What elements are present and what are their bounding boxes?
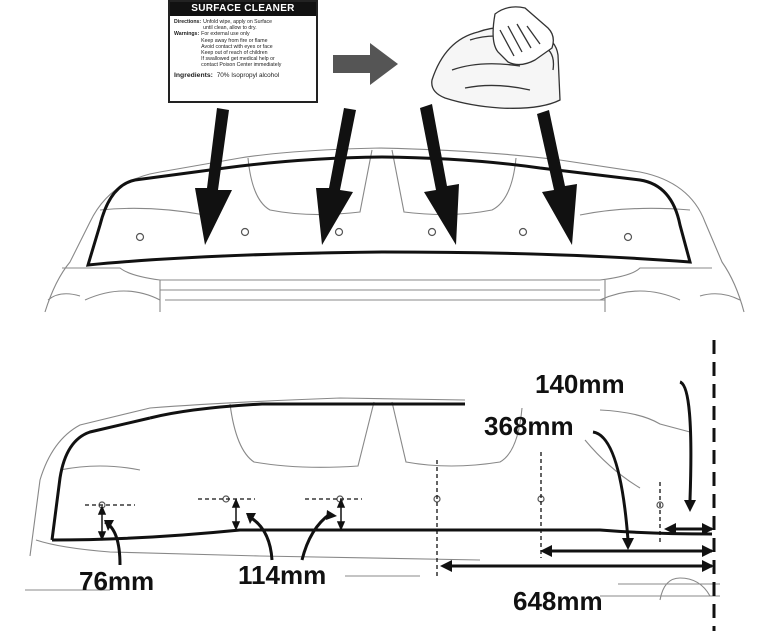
bottom-bumper-drawing (25, 397, 720, 601)
ingredients-row: Ingredients: 70% Isopropyl alcohol (174, 71, 312, 79)
ingredients-value: 70% Isopropyl alcohol (216, 71, 280, 79)
warnings-key: Warnings: (174, 31, 200, 38)
warnings-line: Keep out of reach of children (201, 50, 268, 57)
dim-114mm: 114mm (238, 560, 326, 590)
directions-row: Directions: Unfold wipe, apply on Surfac… (174, 19, 312, 31)
directions-line: Unfold wipe, apply on Surface (203, 19, 273, 25)
bottom-trim-strip (50, 416, 151, 541)
bottom-panel: 140mm 368mm 76mm 114mm 648mm (25, 340, 720, 631)
warnings-line: For external use only (201, 31, 250, 38)
surface-cleaner-label: SURFACE CLEANER Directions: Unfold wipe,… (168, 0, 318, 103)
top-bumper-drawing (44, 147, 745, 313)
guide-lines (85, 452, 661, 576)
dimension-arrowheads (104, 500, 714, 572)
warnings-line: Keep away from fire or flame (201, 37, 268, 44)
label-title: SURFACE CLEANER (170, 2, 316, 16)
dim-76mm: 76mm (79, 566, 154, 596)
dim-368mm: 368mm (484, 411, 574, 441)
right-arrow-icon (333, 43, 398, 85)
down-arrow-icon (420, 104, 459, 245)
warnings-row: Warnings: For external use only Keep awa… (174, 31, 312, 68)
warnings-line: If swallowed get medical help or (201, 56, 275, 63)
warnings-line: contact Poison Center immediately (201, 62, 282, 69)
directions-key: Directions: (174, 19, 202, 25)
down-arrow-icon (316, 108, 356, 245)
down-arrow-icon (537, 110, 577, 245)
clean-arrows (195, 104, 577, 245)
wipe-illustration (431, 6, 561, 109)
small-dim-arrows (97, 498, 346, 541)
dim-140mm: 140mm (535, 369, 625, 399)
top-mounting-holes (135, 227, 633, 242)
bottom-trim-strip-lower (51, 528, 713, 542)
top-trim-strip (85, 155, 693, 267)
bottom-trim-strip-top (149, 402, 465, 420)
down-arrow-icon (195, 108, 232, 245)
bottom-mounting-holes (98, 495, 664, 509)
ingredients-key: Ingredients: (174, 71, 213, 79)
top-panel (44, 6, 745, 313)
dim-648mm: 648mm (513, 586, 603, 616)
warnings-line: Avoid contact with eyes or face (201, 43, 273, 50)
directions-line: until clean, allow to dry. (203, 25, 257, 32)
